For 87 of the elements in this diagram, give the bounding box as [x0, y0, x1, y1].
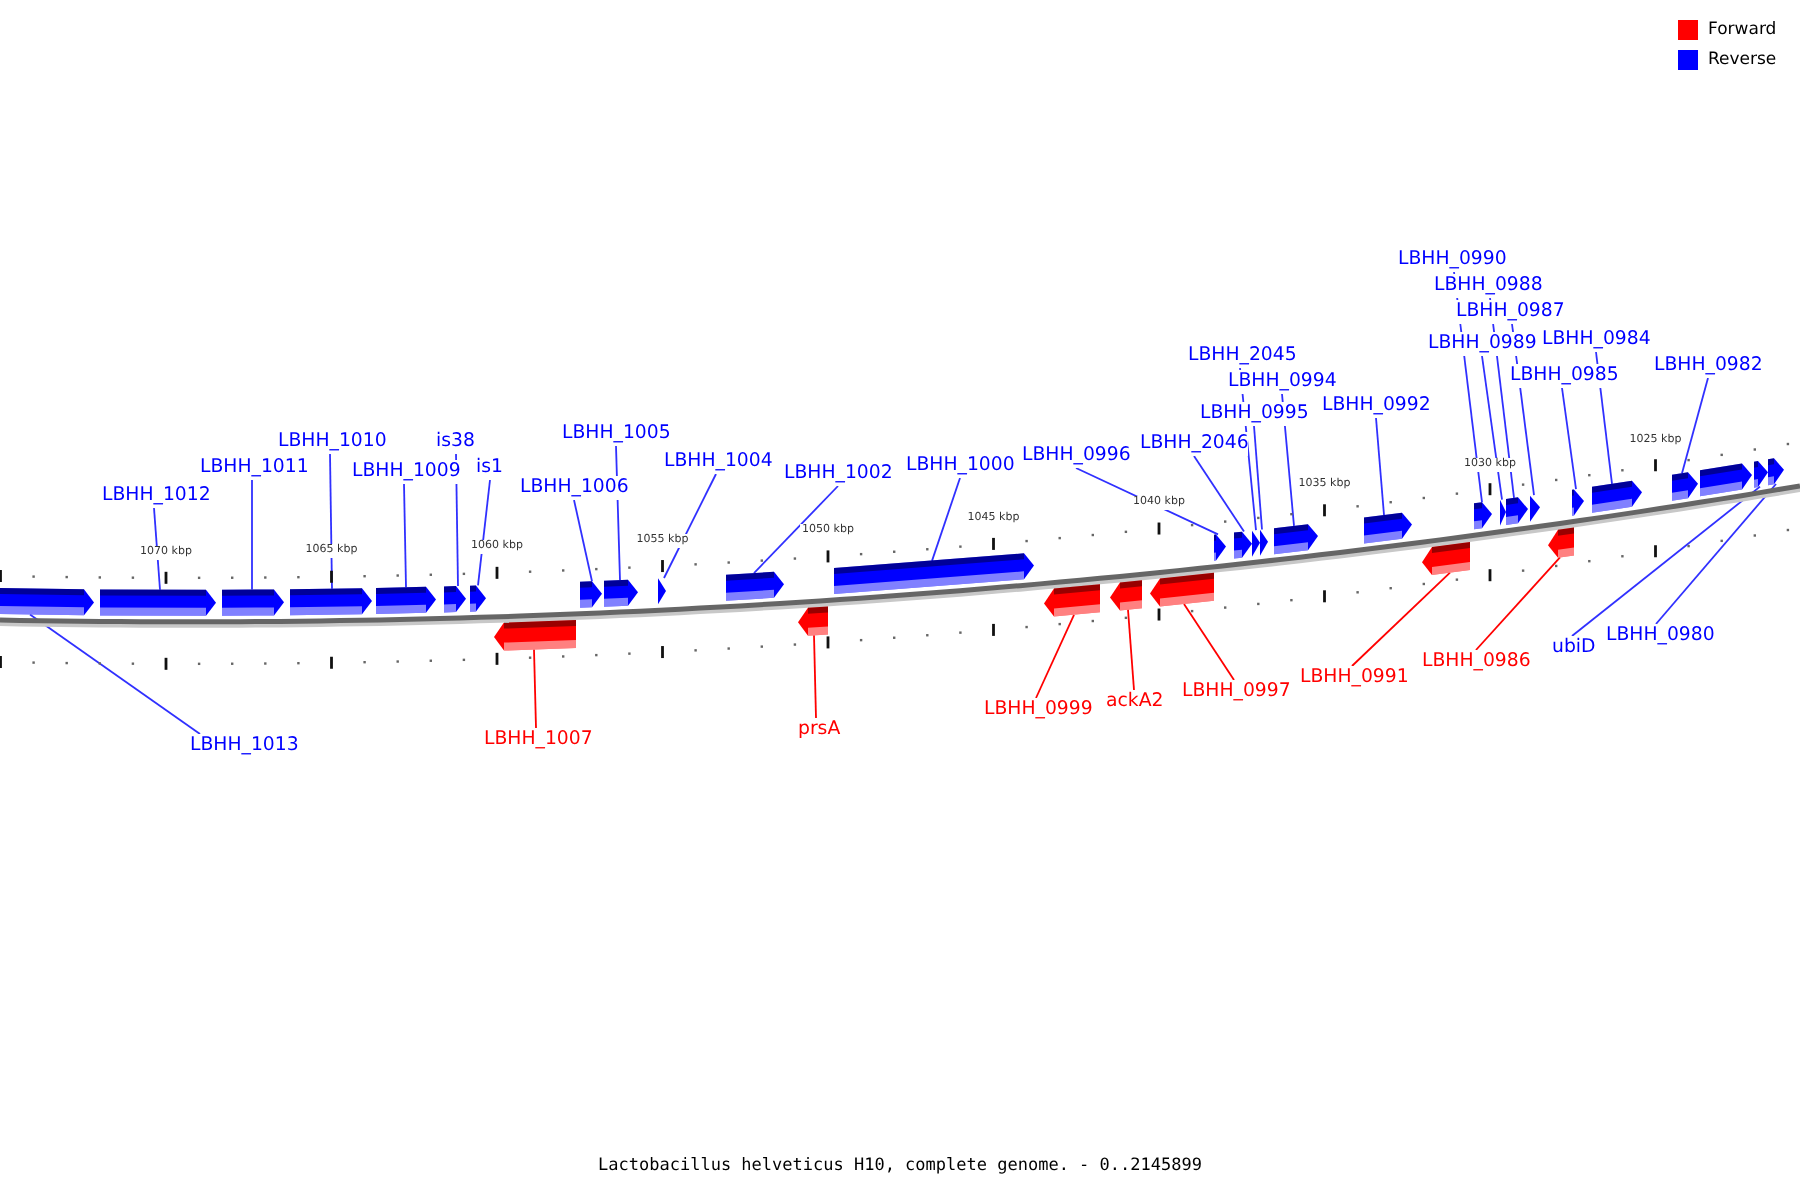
gene-feature [1548, 527, 1574, 558]
gene-feature [470, 585, 486, 612]
gene-feature [658, 578, 666, 605]
leader-line [573, 499, 593, 583]
gene-label: LBHH_1002 [784, 462, 893, 486]
gene-feature [1044, 584, 1100, 617]
gene-feature [1260, 529, 1268, 556]
gene-feature [580, 581, 602, 608]
gene-feature [444, 586, 466, 613]
gene-label: LBHH_1005 [562, 422, 671, 446]
gene-label: LBHH_1010 [278, 430, 387, 454]
gene-feature [604, 579, 638, 607]
leader-line [1253, 425, 1263, 531]
gene-feature [1672, 472, 1698, 501]
gene-label: LBHH_0990 [1398, 248, 1507, 272]
leader-line [251, 479, 253, 591]
gene-feature [222, 589, 284, 616]
gene-label: prsA [798, 718, 841, 742]
gene-label: LBHH_0988 [1434, 274, 1543, 298]
gene-label: LBHH_0996 [1022, 444, 1131, 468]
gene-label: LBHH_2046 [1140, 432, 1249, 456]
leader-line [1571, 485, 1761, 637]
leader-line [29, 613, 201, 735]
gene-feature [1150, 572, 1214, 607]
gene-label: LBHH_1012 [102, 484, 211, 508]
gene-feature [834, 553, 1034, 594]
leader-line [931, 477, 961, 562]
gene-feature [494, 619, 576, 651]
caption: Lactobacillus helveticus H10, complete genome. - 0..2145899 [596, 1156, 1204, 1176]
gene-feature [1110, 580, 1142, 611]
gene-label: LBHH_0999 [984, 698, 1093, 722]
legend-label: Reverse [1708, 50, 1777, 70]
leader-line [1561, 387, 1577, 490]
leader-line [403, 483, 407, 589]
leader-line [1481, 355, 1503, 501]
gene-feature [1364, 512, 1412, 544]
gene-label: LBHH_0985 [1510, 364, 1619, 388]
leader-line [329, 453, 333, 590]
gene-feature [290, 588, 372, 616]
leader-line [1183, 603, 1235, 681]
gene-label: LBHH_0982 [1654, 354, 1763, 378]
gene-label: LBHH_0991 [1300, 666, 1409, 690]
gene-feature [726, 571, 784, 601]
leader-line [663, 473, 717, 579]
gene-label: LBHH_0992 [1322, 394, 1431, 418]
gene-feature [0, 588, 94, 616]
leader-line [1351, 571, 1451, 667]
gene-label: LBHH_0980 [1606, 624, 1715, 648]
gene-label: LBHH_0995 [1200, 402, 1309, 426]
gene-feature [798, 606, 828, 636]
gene-label: LBHH_1011 [200, 456, 309, 480]
gene-feature [376, 586, 436, 614]
gene-label: LBHH_1000 [906, 454, 1015, 478]
leader-line [477, 479, 491, 587]
gene-feature [1474, 502, 1492, 530]
gene-feature [1214, 534, 1226, 561]
gene-label: LBHH_0984 [1542, 328, 1651, 352]
gene-label: LBHH_1009 [352, 460, 461, 484]
gene-feature [1754, 461, 1768, 488]
gene-feature [100, 589, 216, 616]
gene-label: LBHH_1013 [190, 734, 299, 758]
gene-feature [1274, 524, 1318, 555]
gene-label: LBHH_0994 [1228, 370, 1337, 394]
gene-label: LBHH_1007 [484, 728, 593, 752]
legend-label: Forward [1708, 20, 1777, 40]
gene-label: LBHH_1004 [664, 450, 773, 474]
gene-feature [1234, 531, 1252, 559]
gene-feature [1572, 489, 1584, 516]
leader-line [1375, 417, 1385, 516]
leader-line [813, 634, 817, 719]
gene-label: LBHH_0989 [1428, 332, 1537, 356]
gene-label: LBHH_0997 [1182, 680, 1291, 704]
gene-feature [1592, 480, 1642, 513]
leader-line [753, 485, 839, 574]
leader-line [1681, 377, 1709, 475]
leader-line [1475, 556, 1561, 651]
leader-line [1655, 483, 1777, 625]
leader-line [1193, 455, 1245, 533]
gene-label: LBHH_1006 [520, 476, 629, 500]
gene-label: LBHH_0986 [1422, 650, 1531, 674]
gene-feature [1422, 541, 1470, 575]
gene-label: LBHH_2045 [1188, 344, 1297, 368]
gene-label: LBHH_0987 [1456, 300, 1565, 324]
leader-line [1035, 613, 1075, 699]
gene-feature [1768, 458, 1784, 486]
leader-line [533, 648, 537, 729]
leader-line [1127, 608, 1135, 691]
